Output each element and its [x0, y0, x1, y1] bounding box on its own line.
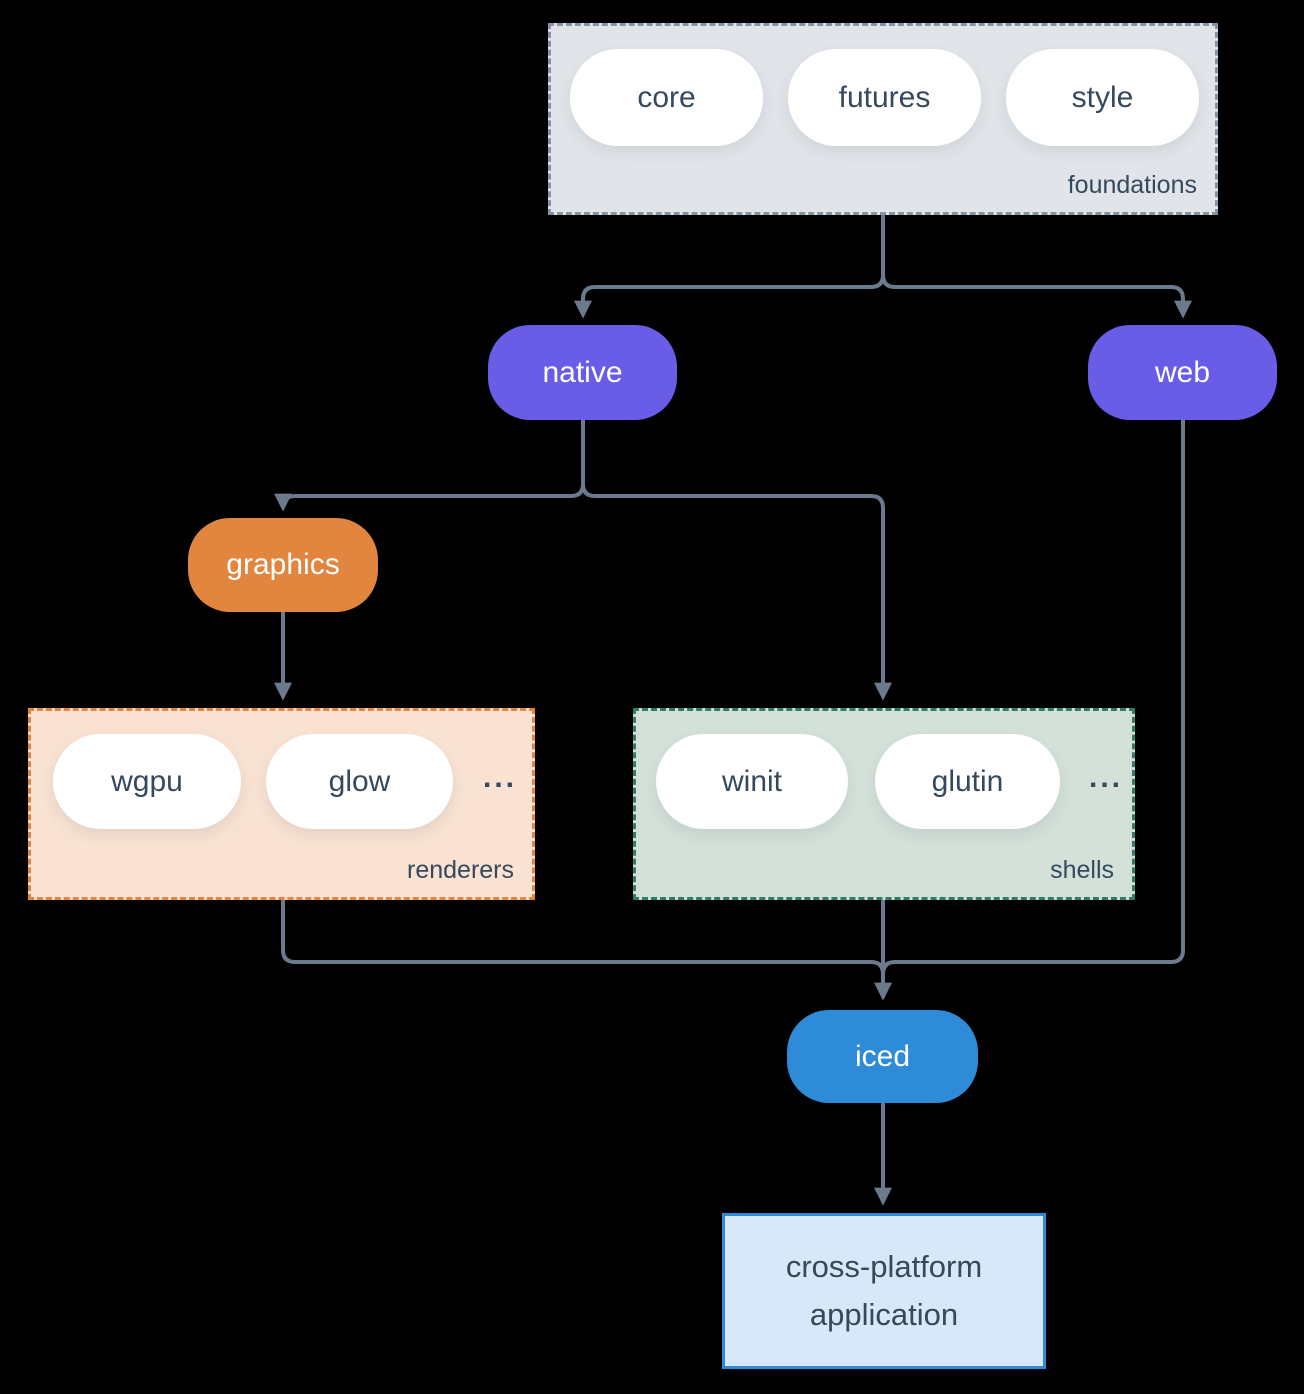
- pill-glow: glow: [266, 734, 453, 829]
- application-label-line1: cross-platform: [785, 1249, 983, 1284]
- application-label-line2: application: [809, 1297, 959, 1332]
- pill-style: style: [1006, 49, 1199, 146]
- native-node: native: [488, 325, 677, 420]
- shells-group: winit glutin ... shells: [633, 708, 1135, 900]
- pill-glutin: glutin: [875, 734, 1060, 829]
- shells-ellipsis: ...: [1089, 761, 1124, 794]
- renderers-group: wgpu glow ... renderers: [28, 708, 535, 900]
- foundations-group: core futures style foundations: [548, 23, 1218, 215]
- edge-native-graphics: [274, 420, 585, 512]
- edge-renderers-merge: [281, 900, 885, 975]
- renderers-ellipsis: ...: [483, 761, 518, 794]
- foundations-label: foundations: [1067, 171, 1197, 199]
- pill-winit: winit: [656, 734, 848, 829]
- iced-node: iced: [787, 1010, 978, 1103]
- edge-native-shells: [581, 420, 892, 701]
- pill-wgpu: wgpu: [53, 734, 241, 829]
- web-node: web: [1088, 325, 1277, 420]
- edge-foundations-native: [574, 215, 885, 319]
- renderers-label: renderers: [407, 856, 514, 884]
- pill-core: core: [570, 49, 763, 146]
- shells-label: shells: [1050, 856, 1114, 884]
- graphics-node: graphics: [188, 518, 378, 612]
- edge-foundations-web: [881, 215, 1192, 319]
- application-node: cross-platform application: [722, 1213, 1046, 1369]
- pill-futures: futures: [788, 49, 981, 146]
